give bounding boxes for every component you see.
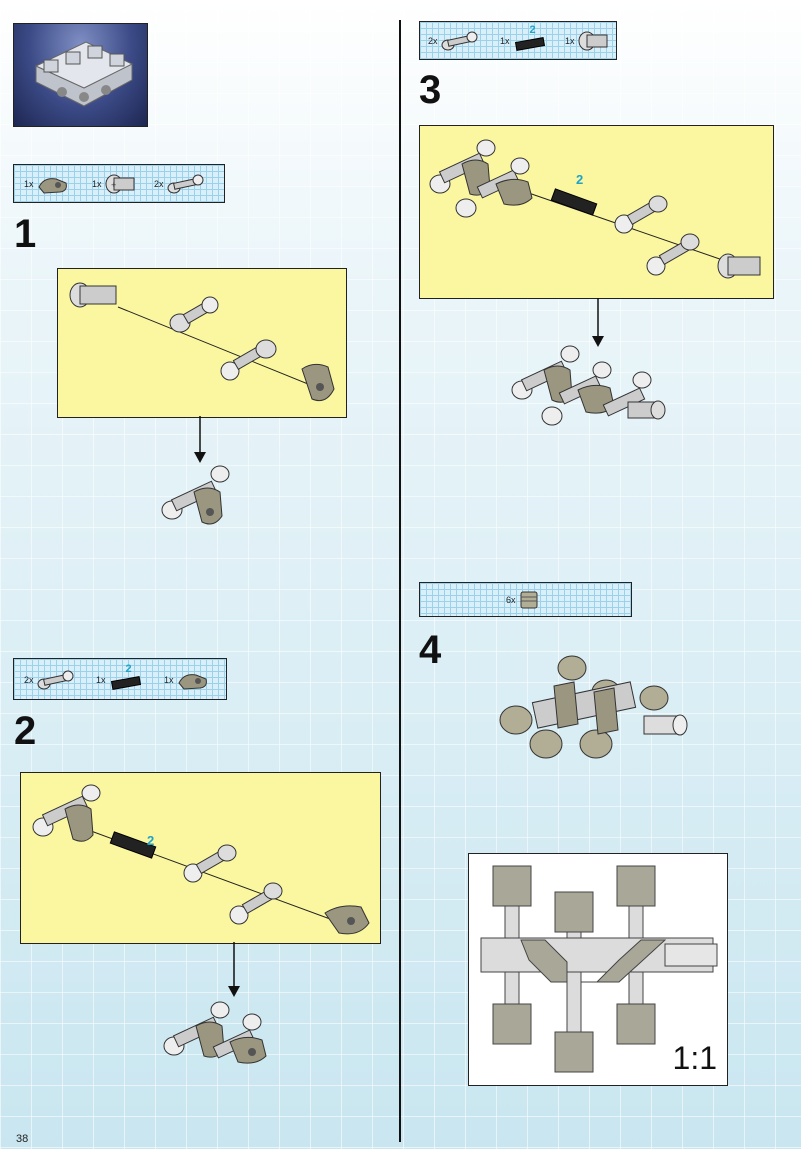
parts-list-step-4: 6x <box>419 582 632 617</box>
part-item: 6x <box>506 589 540 611</box>
step-2-exploded-view: 2 <box>32 784 370 935</box>
connecting-rod-icon <box>220 339 277 381</box>
model-thumbnail <box>13 23 148 127</box>
crankshaft-top-view-icon <box>480 865 718 1073</box>
crank-half-icon <box>177 674 207 690</box>
column-divider <box>399 20 401 1142</box>
step-1-exploded-view <box>69 282 335 402</box>
part-item: 1x <box>565 30 611 52</box>
step-2-result-icon <box>163 1001 267 1064</box>
axle-length-label: 2 <box>147 833 154 848</box>
step-2-callout: 2 <box>20 772 381 944</box>
scale-ratio-label: 1:1 <box>672 1040 717 1076</box>
crank-half-icon <box>301 363 335 402</box>
step-number: 2 <box>14 709 37 753</box>
step-number: 4 <box>419 628 442 672</box>
step-1-result-icon <box>161 465 230 525</box>
parts-list-step-3: 2x 1x 2 1x <box>419 21 617 60</box>
arrow-down-icon <box>592 298 604 347</box>
part-quantity: 2x <box>24 675 34 685</box>
part-quantity: 1x <box>565 36 575 46</box>
step-3-exploded-view: 2 <box>429 139 761 279</box>
connecting-rod-icon <box>37 670 74 690</box>
part-quantity: 2x <box>428 36 438 46</box>
connecting-rod-icon <box>183 844 237 883</box>
axle-length-label: 2 <box>529 24 536 36</box>
axle-connector-icon <box>69 282 117 308</box>
part-quantity: 1x <box>92 179 102 189</box>
connecting-rod-icon <box>169 296 219 333</box>
step-number: 1 <box>14 212 37 256</box>
svg-text:+: + <box>111 180 116 190</box>
engine-block-icon <box>34 41 134 107</box>
part-item: 1x <box>24 173 70 195</box>
piston-icon <box>520 591 538 609</box>
axle-connector-icon <box>578 31 608 51</box>
part-quantity: 6x <box>506 595 516 605</box>
part-item: 1x <box>164 669 210 691</box>
parts-list-step-2: 2x 1x 2 1x <box>13 658 227 700</box>
part-item: 2x <box>428 30 480 52</box>
parts-list-step-1: 1x 1x + 2x <box>13 164 225 203</box>
step-1-callout <box>57 268 347 418</box>
page-number: 38 <box>16 1133 29 1145</box>
connecting-rod-icon <box>167 174 204 194</box>
part-quantity: 1x <box>24 179 34 189</box>
step-3-callout: 2 <box>419 125 774 299</box>
part-quantity: 1x <box>164 675 174 685</box>
connecting-rod-icon <box>646 233 700 276</box>
scale-reference-box: 1:1 <box>468 853 728 1086</box>
crank-half-icon <box>324 905 370 935</box>
step-4-result-icon <box>499 655 688 759</box>
part-item: 1x 2 <box>500 24 548 52</box>
axle-2-icon <box>550 188 598 216</box>
connecting-rod-icon <box>614 195 668 234</box>
axle-length-label: 2 <box>125 663 132 675</box>
step-2-assembly-icon <box>429 139 533 218</box>
axle-2-icon <box>514 37 545 51</box>
axle-connector-icon: + <box>105 174 135 194</box>
step-1-assembly-icon <box>32 784 101 842</box>
step-number: 3 <box>419 68 442 112</box>
axle-2-icon <box>109 831 157 859</box>
connecting-rod-icon <box>441 31 478 51</box>
arrow-down-icon <box>228 942 240 997</box>
part-item: 2x <box>154 173 206 195</box>
part-quantity: 1x <box>500 36 510 46</box>
part-item: 1x + <box>92 173 138 195</box>
connecting-rod-icon <box>229 882 283 925</box>
axle-length-label: 2 <box>576 172 583 187</box>
part-quantity: 1x <box>96 675 106 685</box>
axle-2-icon <box>110 676 141 690</box>
part-item: 1x 2 <box>96 663 144 691</box>
part-quantity: 2x <box>154 179 164 189</box>
part-item: 2x <box>24 669 76 691</box>
arrow-down-icon <box>194 416 206 463</box>
step-3-result-icon <box>511 345 666 426</box>
crank-half-icon <box>37 178 67 194</box>
axle-connector-icon <box>717 253 761 279</box>
